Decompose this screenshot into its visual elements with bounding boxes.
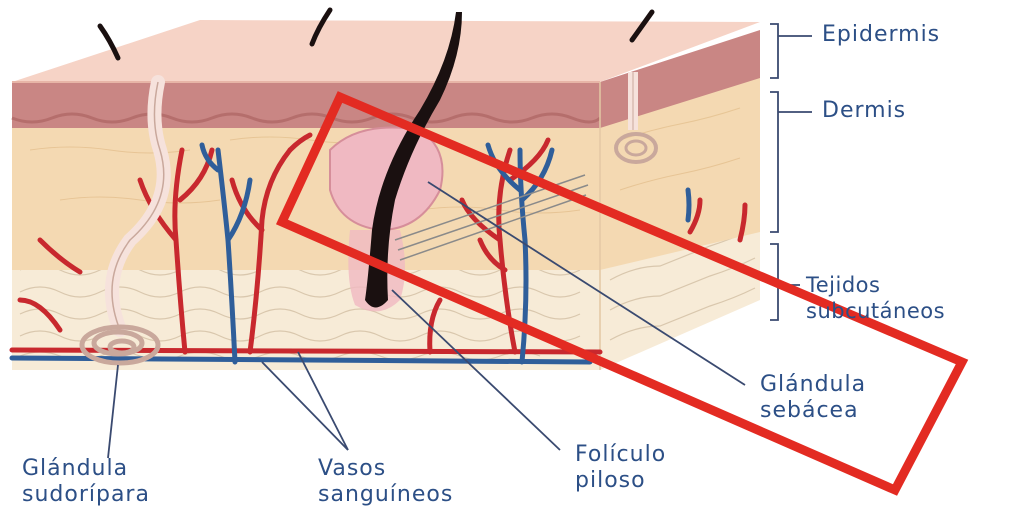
sweat-gland-text-2: sudorípara [22,482,150,508]
dermis-bracket [770,92,778,232]
epidermis-bracket [770,24,778,78]
follicle-text-1: Folículo [575,442,666,468]
sebaceous-text-1: Glándula [760,372,866,398]
subcutaneous-text-2: subcutáneos [806,298,945,324]
follicle-text-2: piloso [575,468,666,494]
hair-follicle-label: Folículo piloso [575,442,666,494]
sweat-gland-leader [108,365,118,458]
epidermis-text: Epidermis [822,22,940,48]
dermis-text: Dermis [822,98,906,124]
sebaceous-text-2: sebácea [760,398,866,424]
epidermis-label: Epidermis [822,22,940,48]
sweat-gland-text-1: Glándula [22,456,150,482]
blood-vessels-label: Vasos sanguíneos [318,456,453,508]
subcutaneous-text-1: Tejidos [806,272,945,298]
vessels-text-1: Vasos [318,456,453,482]
sebaceous-gland-label: Glándula sebácea [760,372,866,424]
dermis-label: Dermis [822,98,906,124]
vessels-text-2: sanguíneos [318,482,453,508]
vessel-leader-a [262,362,348,450]
sweat-gland-label: Glándula sudorípara [22,456,150,508]
subcutaneous-label: Tejidos subcutáneos [806,272,945,324]
